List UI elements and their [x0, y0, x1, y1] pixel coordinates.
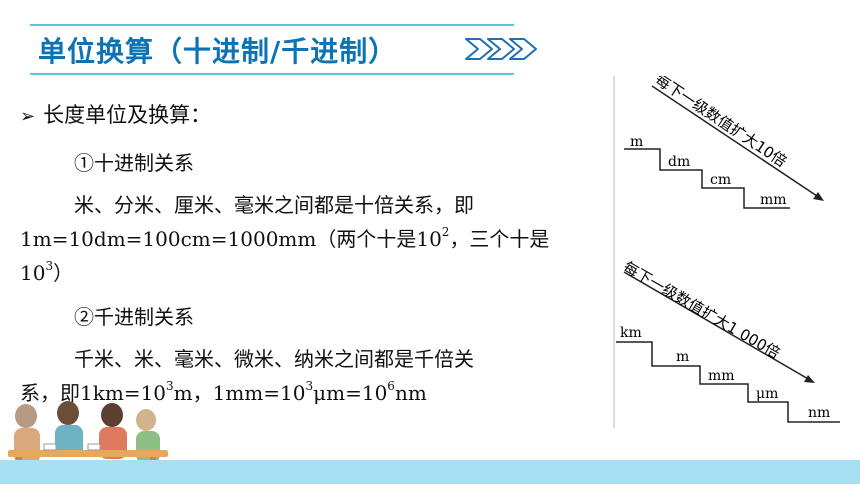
arrow-head-icon: [813, 192, 824, 201]
diagonal-arrow: [651, 85, 821, 199]
step-label: mm: [708, 368, 735, 384]
text-span: nm: [394, 381, 427, 405]
arrow-bullet-icon: ➢: [20, 106, 36, 127]
superscript: 6: [387, 379, 395, 393]
step-label: cm: [710, 172, 731, 188]
page-title: 单位换算（十进制/千进制）: [38, 35, 398, 68]
superscript: 3: [166, 379, 174, 393]
step-label: μm: [756, 386, 778, 402]
bottom-band: [0, 460, 860, 484]
text-span: 10: [20, 261, 46, 285]
step-label: dm: [668, 154, 690, 170]
unit-staircase-diagram: m dm cm mm 每下一级数值扩大10倍 km m mm μm nm 每下一…: [613, 76, 840, 428]
section2-label: ②千进制关系: [74, 305, 194, 329]
title-bottom-line: [30, 73, 514, 75]
heading-line: ➢ 长度单位及换算：: [20, 98, 610, 134]
step-label: m: [630, 134, 643, 150]
section1-line1: 米、分米、厘米、毫米之间都是十倍关系，即: [74, 193, 474, 217]
text-span: ，三个十是: [449, 227, 550, 251]
superscript: 3: [45, 259, 54, 273]
text-span: 系，即1km=10: [20, 381, 167, 405]
text-span: μm=10: [313, 381, 388, 405]
title-top-line: [30, 24, 514, 26]
superscript: 3: [305, 379, 314, 393]
decimal-staircase: m dm cm mm 每下一级数值扩大10倍: [624, 76, 824, 209]
step-label: nm: [808, 405, 830, 421]
section1-line2: 1m=10dm=100cm=1000mm（两个十是102，三个十是: [20, 222, 610, 256]
arrow-head-icon: [804, 375, 815, 383]
section1-line3: 103）: [20, 256, 610, 290]
text-span: m，1mm=10: [173, 381, 306, 405]
text-span: 1m=10dm=100cm=1000mm（两个十是10: [20, 227, 442, 251]
section2-line1: 千米、米、毫米、微米、纳米之间都是千倍关: [74, 347, 474, 371]
thousand-staircase: km m mm μm nm 每下一级数值扩大1 000倍: [616, 258, 840, 423]
step-label: m: [676, 349, 689, 365]
content-area: ➢ 长度单位及换算： ①十进制关系 米、分米、厘米、毫米之间都是十倍关系，即 1m…: [20, 98, 610, 410]
superscript: 2: [441, 225, 450, 239]
title-bar: 单位换算（十进制/千进制）: [30, 24, 537, 75]
heading-text: 长度单位及换算：: [43, 103, 212, 127]
section2-line2: 系，即1km=103m，1mm=103μm=106nm: [20, 376, 610, 410]
step-label: mm: [760, 192, 787, 208]
text-span: ）: [53, 261, 74, 285]
arrow-label: 每下一级数值扩大1 000倍: [620, 258, 783, 363]
section1-label: ①十进制关系: [74, 151, 194, 175]
triple-chevron-right-icon: [465, 38, 537, 60]
diagonal-arrow: [623, 271, 811, 381]
step-label: km: [620, 325, 642, 341]
